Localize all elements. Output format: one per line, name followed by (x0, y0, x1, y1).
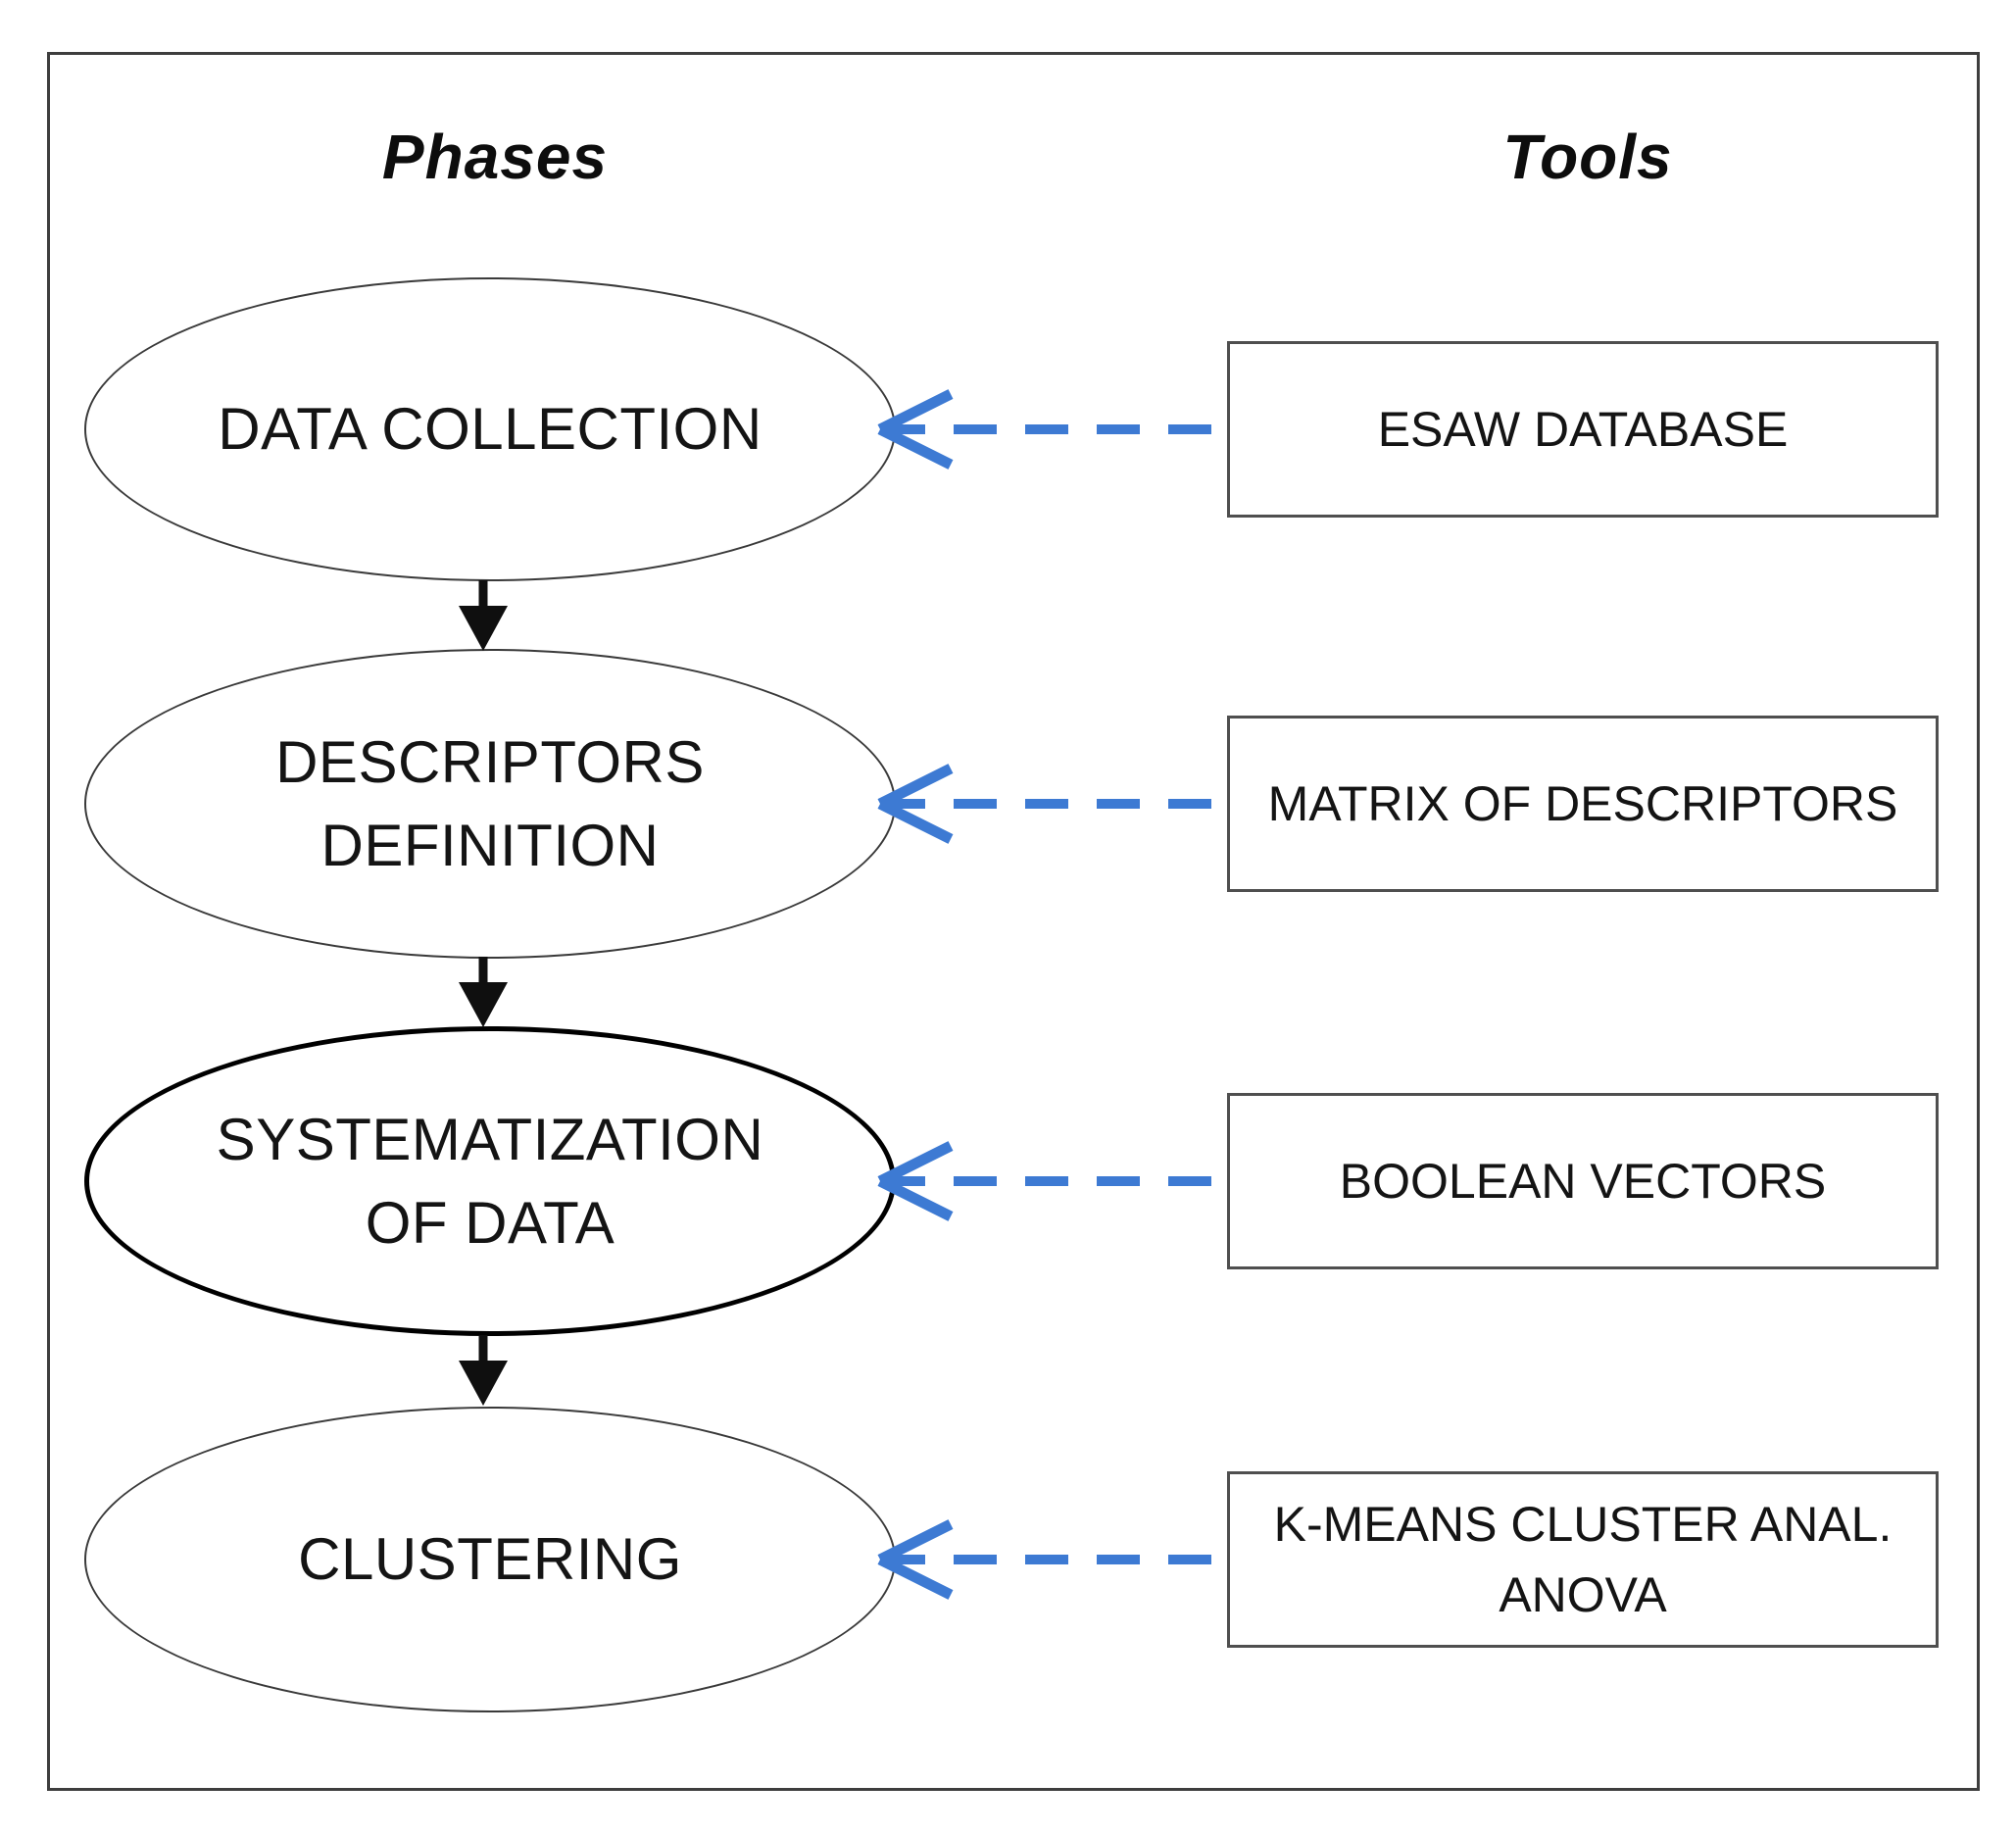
tool-node-kmeans-anova: K-MEANS CLUSTER ANAL. ANOVA (1227, 1471, 1939, 1648)
phase-node-clustering: CLUSTERING (84, 1407, 896, 1712)
tool-link-dashed-arrow-icon (877, 1519, 1227, 1600)
tool-node-label: MATRIX OF DESCRIPTORS (1267, 775, 1898, 831)
phases-column-header: Phases (381, 122, 609, 192)
tool-node-matrix-of-descriptors: MATRIX OF DESCRIPTORS (1227, 716, 1939, 892)
phase-node-data-collection: DATA COLLECTION (84, 277, 896, 581)
flow-arrow-down-icon (459, 957, 508, 1027)
diagram-outer-border (47, 52, 1980, 1791)
phase-node-label: CLUSTERING (298, 1526, 682, 1593)
phase-node-label: DESCRIPTORS DEFINITION (275, 728, 705, 878)
tool-link-dashed-arrow-icon (877, 764, 1227, 844)
tool-node-label: BOOLEAN VECTORS (1339, 1153, 1827, 1209)
phase-node-systematization-of-data: SYSTEMATIZATION OF DATA (84, 1026, 896, 1336)
tool-node-esaw-database: ESAW DATABASE (1227, 341, 1939, 518)
tools-column-header: Tools (1502, 122, 1673, 192)
tool-node-label: ESAW DATABASE (1377, 401, 1789, 457)
phase-node-descriptors-definition: DESCRIPTORS DEFINITION (84, 649, 896, 959)
phase-node-label: DATA COLLECTION (218, 396, 762, 463)
phase-node-label: SYSTEMATIZATION OF DATA (216, 1106, 764, 1256)
flow-arrow-down-icon (459, 1335, 508, 1406)
tool-node-label: K-MEANS CLUSTER ANAL. ANOVA (1273, 1496, 1893, 1623)
flow-arrow-down-icon (459, 580, 508, 651)
tool-node-boolean-vectors: BOOLEAN VECTORS (1227, 1093, 1939, 1269)
tool-link-dashed-arrow-icon (877, 389, 1227, 470)
tool-link-dashed-arrow-icon (877, 1141, 1227, 1221)
